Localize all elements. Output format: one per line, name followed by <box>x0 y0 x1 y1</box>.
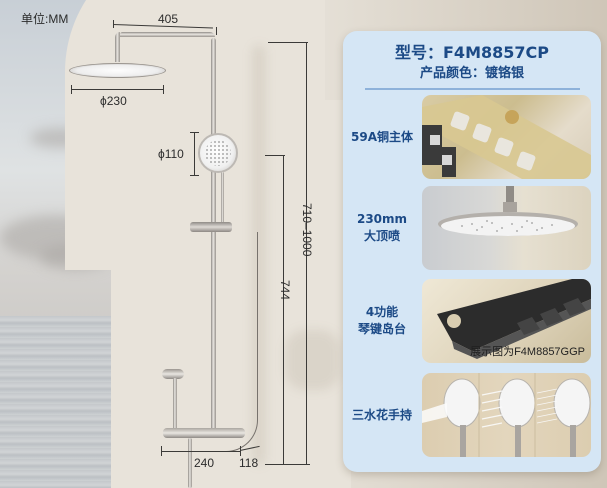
hand-shower-head <box>198 133 238 173</box>
spray-mode-3 <box>536 378 591 457</box>
dim-label-mixer-depth: 118 <box>239 456 259 470</box>
feature-row-hand-shower: 三水花手持 <box>343 373 601 457</box>
dim-label-adjustable-height: 710–1000 <box>300 203 314 257</box>
dim-tick <box>163 85 164 94</box>
dim-line-744 <box>283 155 284 465</box>
feature-label-line: 4功能 <box>365 305 399 319</box>
bar-shadow <box>252 45 266 465</box>
dim-tick <box>113 20 114 28</box>
mixer-pipe <box>188 438 192 488</box>
model-number: 型号：F4M8857CP <box>395 43 549 62</box>
dim-line-240 <box>161 451 241 452</box>
product-color: 产品颜色：镀铬银 <box>419 66 524 81</box>
divider <box>365 88 580 90</box>
dim-tick <box>216 27 217 35</box>
dim-tick <box>265 155 285 156</box>
sprayer-stem <box>173 378 177 430</box>
feature-label: 230mm 大顶喷 <box>343 186 421 270</box>
tile-caption: 展示图为F4M8857GGP <box>470 346 585 358</box>
dim-label-top-shower-diameter: ϕ230 <box>100 94 127 108</box>
shower-riser-bar <box>211 38 216 438</box>
bidet-sprayer <box>162 369 184 379</box>
spec-card: 型号：F4M8857CP 产品颜色：镀铬银 59A铜主体 <box>343 31 601 472</box>
dim-tick <box>265 464 310 465</box>
brass-valve-body-photo <box>422 95 591 179</box>
dim-tick <box>190 132 199 133</box>
dim-tick <box>268 42 308 43</box>
rain-shower-head <box>69 63 166 78</box>
dim-line-110 <box>194 132 195 176</box>
feature-label-line: 三水花手持 <box>351 407 412 422</box>
sea <box>0 316 111 488</box>
rain-shower-head-photo <box>422 186 591 270</box>
dim-tick <box>71 85 72 94</box>
feature-label: 三水花手持 <box>343 373 421 457</box>
dim-label-hand-shower-diameter: ϕ110 <box>158 147 184 161</box>
dim-label-bar-height: 744 <box>278 280 292 301</box>
dim-line-710-1000 <box>306 42 307 465</box>
dim-tick <box>161 446 162 456</box>
spray-mode-2 <box>481 378 536 457</box>
feature-label: 4功能 琴键岛台 <box>343 279 421 363</box>
feature-label: 59A铜主体 <box>343 95 421 179</box>
feature-row-brass-body: 59A铜主体 <box>343 95 601 179</box>
shower-hose <box>226 232 258 452</box>
shower-arm-drop <box>115 32 120 62</box>
mixer-valve <box>163 428 245 438</box>
dim-tick <box>190 175 199 176</box>
spray-mode-1 <box>422 378 481 457</box>
hand-shower-spray-modes-photo <box>422 373 591 457</box>
feature-label-line: 大顶喷 <box>363 229 400 243</box>
shower-arm <box>120 32 215 37</box>
feature-label-line: 琴键岛台 <box>357 322 406 336</box>
unit-label: 单位:MM <box>21 12 69 26</box>
dim-line-230 <box>71 89 164 90</box>
dim-label-arm-length: 405 <box>158 12 179 26</box>
slide-holder <box>190 222 232 232</box>
feature-label-line: 59A铜主体 <box>351 129 413 144</box>
dim-tick <box>240 446 241 456</box>
piano-key-panel-photo: 展示图为F4M8857GGP <box>422 279 591 363</box>
hose-shadow <box>285 330 340 390</box>
feature-row-rain-shower: 230mm 大顶喷 <box>343 186 601 270</box>
dim-label-mixer-width: 240 <box>194 456 215 470</box>
feature-label-line: 230mm <box>356 212 408 226</box>
hand-shower-handle <box>221 172 224 227</box>
feature-row-piano-panel: 4功能 琴键岛台 展示图为F4M8857GGP <box>343 279 601 363</box>
